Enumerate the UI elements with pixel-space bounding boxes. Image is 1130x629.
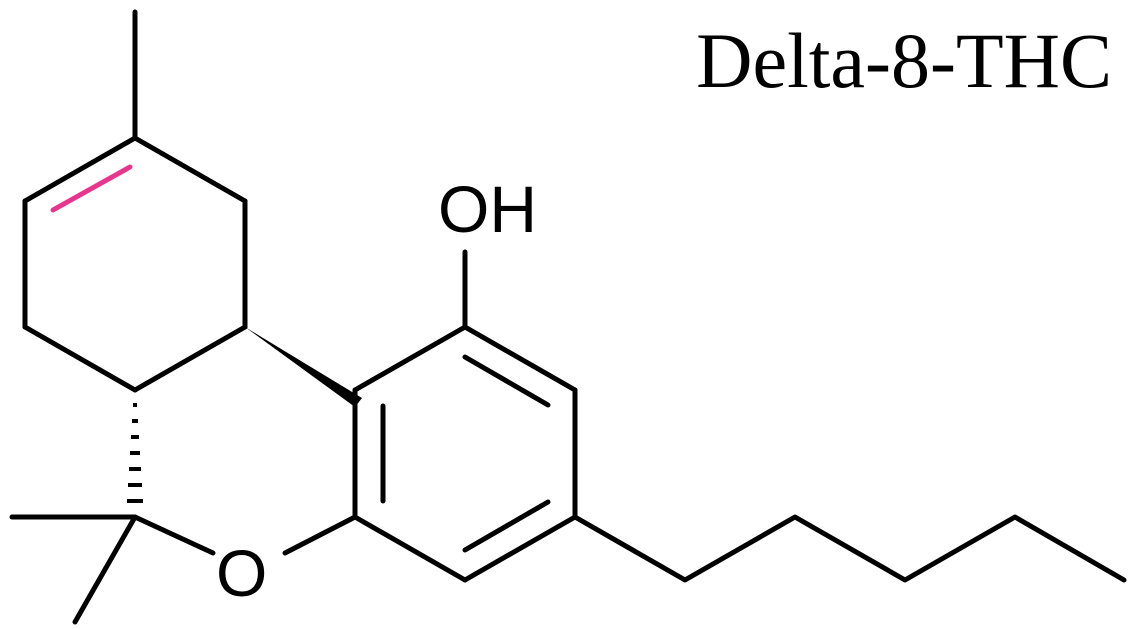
molecule-title: Delta-8-THC [696, 17, 1112, 104]
bond-ring-right-upper [132, 135, 248, 204]
bond-arene-bottom-left [352, 514, 468, 583]
bond-arene-bottom-right [462, 514, 578, 583]
bond-stereo-hash [127, 403, 143, 503]
bond-arene-top-right-inner [462, 354, 551, 408]
bond-ring-lower-left [22, 324, 138, 393]
bond-stereo-wedge [245, 327, 362, 407]
bond-pentyl-chain [572, 514, 1127, 583]
bond-oxygen-to-arene [282, 514, 358, 556]
bond-delta8-double-inner [50, 164, 133, 213]
bond-arene-top-right [462, 324, 578, 393]
bond-c-to-oxygen [132, 514, 216, 556]
ring-oxygen-label: O [216, 536, 267, 610]
bond-ring-lower-right [132, 324, 248, 393]
bond-arene-bottom-right-inner [462, 499, 551, 553]
bond-arene-top-left [352, 324, 468, 393]
hydroxyl-label: OH [438, 172, 537, 246]
bond-methyl-lower [72, 514, 138, 625]
bond-c-alkene-left [22, 135, 138, 204]
